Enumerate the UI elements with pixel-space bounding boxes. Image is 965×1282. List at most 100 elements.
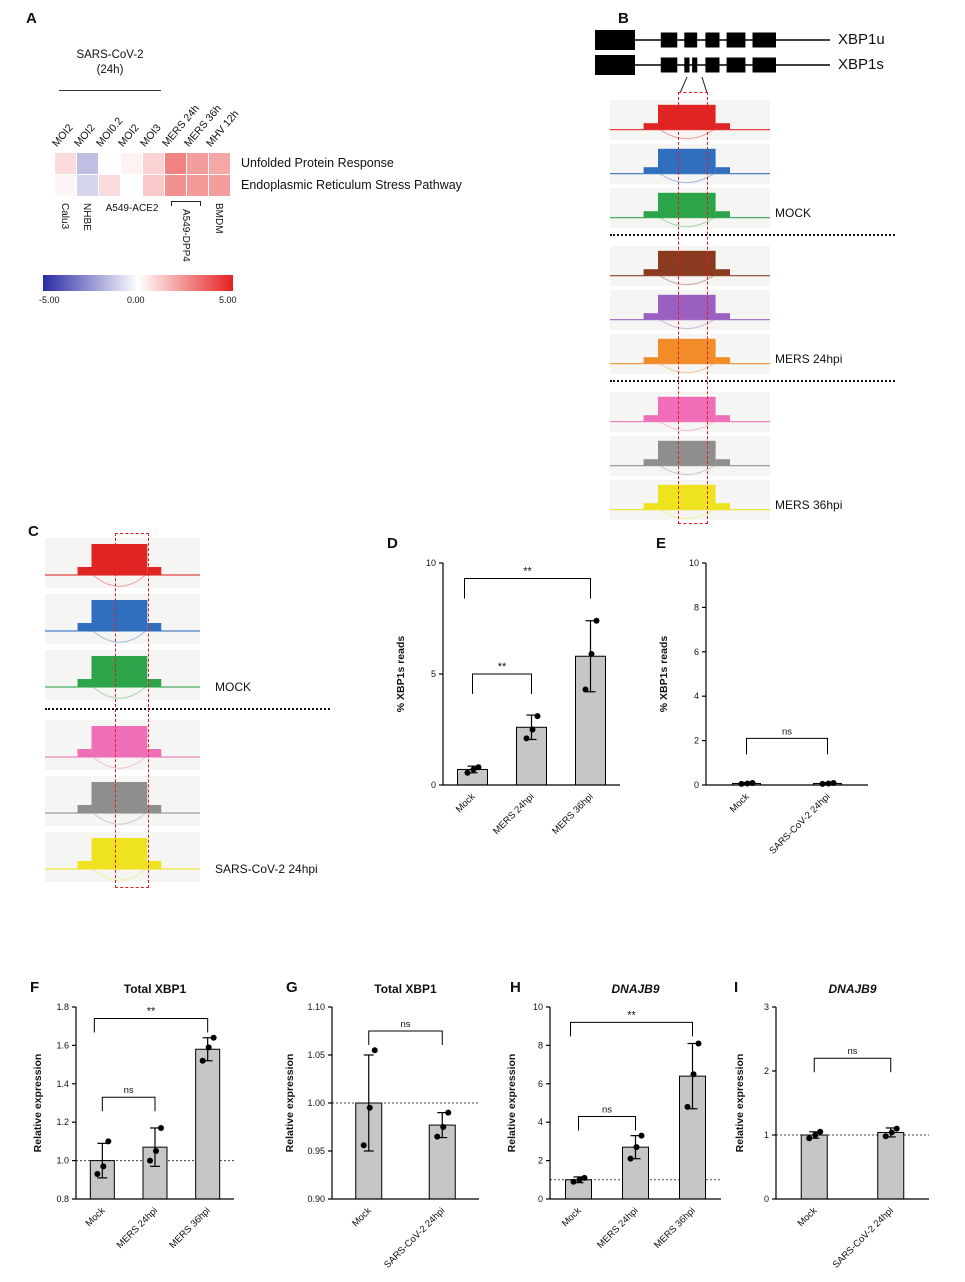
heatmap-cell xyxy=(99,153,120,174)
coverage-plot xyxy=(610,148,770,184)
coverage-track xyxy=(610,480,770,520)
cell-line-label: A549-ACE2 xyxy=(105,203,159,214)
coverage-track xyxy=(610,436,770,476)
data-point xyxy=(638,1132,645,1139)
data-point xyxy=(819,780,826,787)
chart-title: DNAJB9 xyxy=(611,982,659,996)
significance-label: ns xyxy=(400,1019,410,1030)
x-category-label: MERS 24hpi xyxy=(595,1205,640,1250)
condition-label: MERS 36hpi xyxy=(775,498,843,512)
heatmap-column-label: MOI2 xyxy=(72,121,98,150)
coverage-track xyxy=(45,720,200,770)
coverage-plot xyxy=(610,338,770,374)
bar xyxy=(800,1134,828,1200)
y-tick-label: 0.8 xyxy=(56,1194,69,1204)
heatmap-cell xyxy=(165,175,186,196)
condition-label: MERS 24hpi xyxy=(775,352,843,366)
data-point xyxy=(366,1104,373,1111)
bar xyxy=(195,1048,221,1200)
coverage-track xyxy=(610,188,770,228)
coverage-plot xyxy=(45,838,200,881)
gene-model-name: XBP1u xyxy=(838,31,885,48)
heatmap-cell xyxy=(209,175,230,196)
heatmap-cell xyxy=(121,175,142,196)
y-tick-label: 1.05 xyxy=(307,1050,325,1060)
bar xyxy=(877,1131,905,1200)
significance-label: ** xyxy=(498,661,507,673)
significance-bracket xyxy=(101,1096,156,1112)
data-point xyxy=(588,651,595,658)
significance-label: ns xyxy=(847,1046,857,1057)
y-tick-label: 0 xyxy=(431,780,436,790)
data-point xyxy=(105,1138,112,1145)
coverage-plot xyxy=(610,294,770,330)
heatmap-cell xyxy=(55,175,76,196)
data-point xyxy=(812,1132,819,1138)
coverage-plot xyxy=(610,484,770,520)
data-point xyxy=(888,1129,895,1136)
coverage-track xyxy=(610,392,770,432)
heatmap-cell xyxy=(77,175,98,196)
data-point xyxy=(695,1040,702,1047)
significance-bracket xyxy=(93,1018,209,1033)
chart-title: DNAJB9 xyxy=(828,982,876,996)
heatmap-group-title: SARS-CoV-2(24h) xyxy=(76,49,144,76)
coverage-plot xyxy=(45,726,200,769)
y-tick-label: 8 xyxy=(694,602,699,612)
data-point xyxy=(434,1133,441,1140)
x-category-label: MERS 24hpi xyxy=(115,1205,160,1250)
x-category-label: Mock xyxy=(796,1205,820,1229)
y-tick-label: 4 xyxy=(538,1117,543,1127)
data-point xyxy=(360,1142,367,1149)
coverage-track xyxy=(610,246,770,286)
gene-model xyxy=(595,55,830,75)
y-tick-label: 0 xyxy=(694,780,699,790)
coverage-plot xyxy=(45,782,200,825)
data-point xyxy=(94,1171,101,1178)
y-tick-label: 0.90 xyxy=(307,1194,325,1204)
data-point xyxy=(576,1176,583,1183)
y-tick-label: 8 xyxy=(538,1040,543,1050)
data-point xyxy=(199,1057,206,1064)
heatmap-cell xyxy=(143,175,164,196)
gene-model xyxy=(595,30,830,50)
data-point xyxy=(582,686,589,693)
heatmap-cell xyxy=(99,175,120,196)
significance-bracket xyxy=(368,1030,443,1045)
panel-d-label: D xyxy=(387,535,398,552)
data-point xyxy=(882,1133,889,1140)
roi-highlight-box xyxy=(115,533,149,888)
data-point xyxy=(744,780,751,787)
condition-separator xyxy=(610,234,895,236)
data-point xyxy=(371,1047,378,1054)
y-tick-label: 1 xyxy=(764,1130,769,1140)
y-axis-label: Relative expression xyxy=(32,1054,44,1153)
x-category-label: Mock xyxy=(84,1205,108,1229)
data-point xyxy=(633,1144,640,1151)
cell-line-label: A549-DPP4 xyxy=(180,209,191,262)
x-category-label: MERS 24hpi xyxy=(491,791,536,836)
x-category-label: MERS 36hpi xyxy=(550,791,595,836)
data-point xyxy=(153,1148,159,1154)
x-category-label: SARS-CoV-2 24hpi xyxy=(831,1205,896,1270)
colorbar xyxy=(43,275,233,291)
data-point xyxy=(690,1071,697,1078)
x-category-label: MERS 36hpi xyxy=(652,1205,697,1250)
y-axis-label: Relative expression xyxy=(734,1054,746,1153)
cell-line-label: BMDM xyxy=(213,203,224,234)
heatmap-cell xyxy=(165,153,186,174)
coverage-plot xyxy=(610,192,770,228)
x-category-label: SARS-CoV-2 24hpi xyxy=(767,791,832,856)
